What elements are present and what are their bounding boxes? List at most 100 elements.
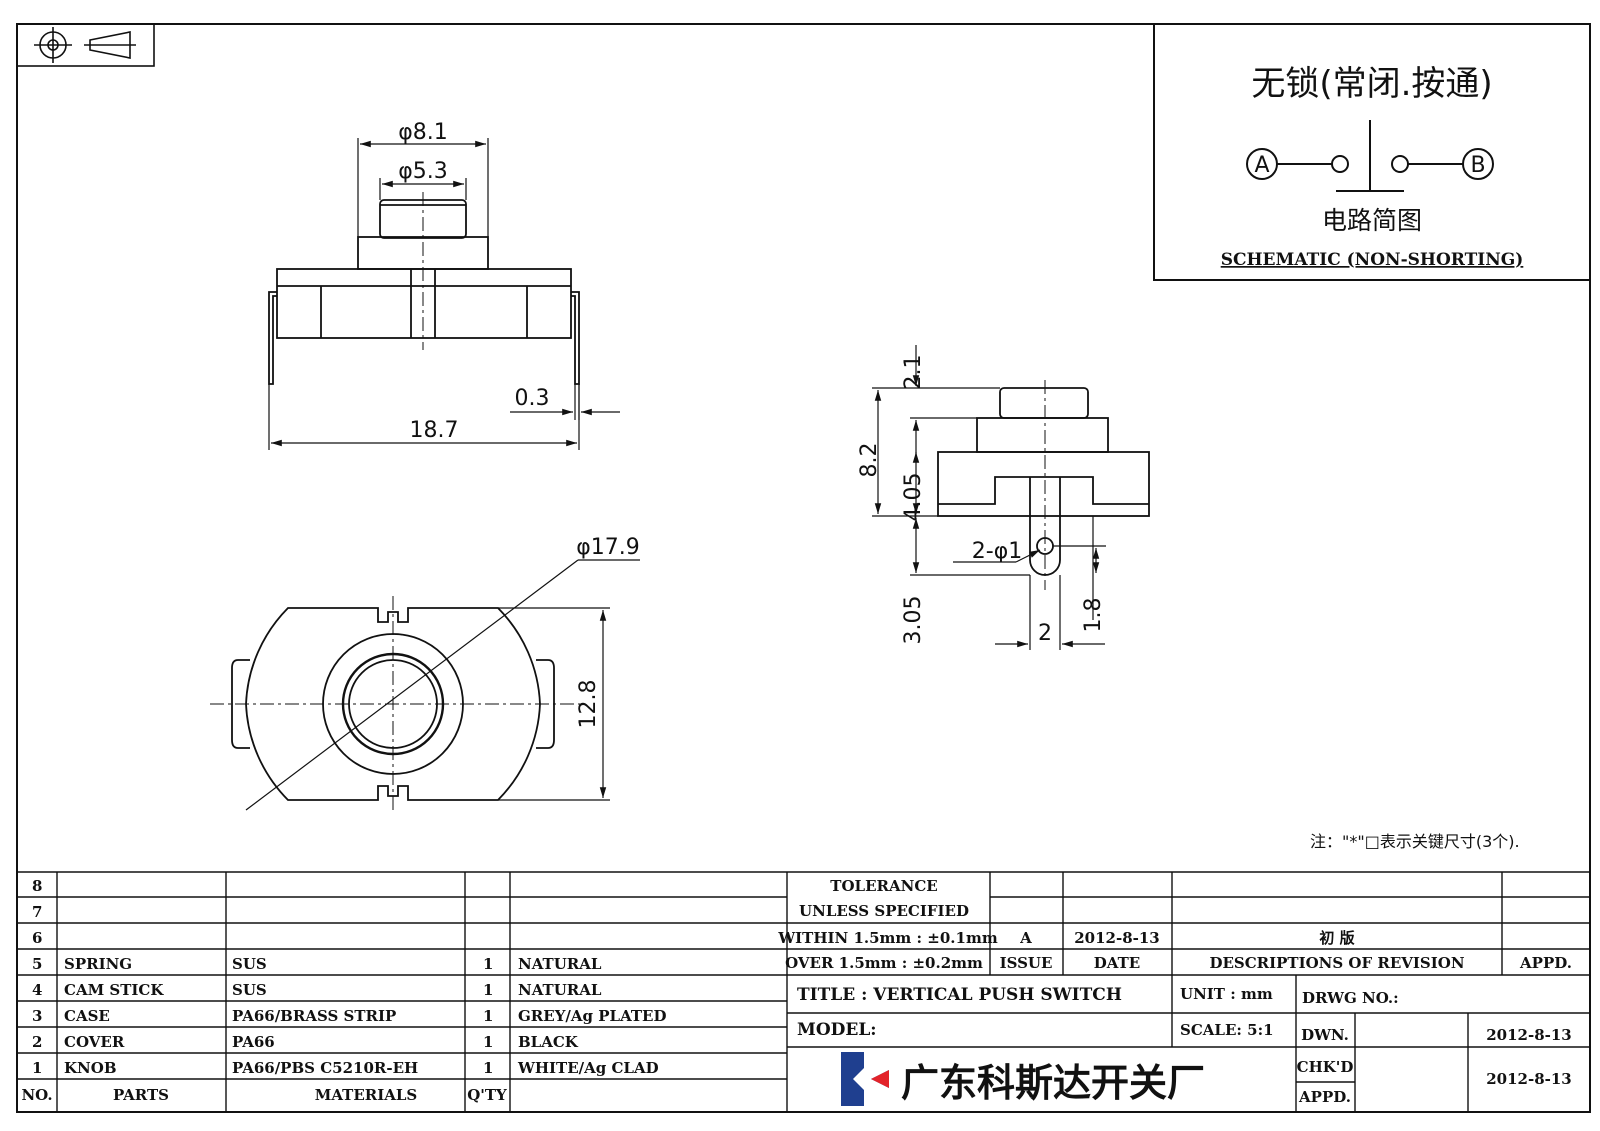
dim-width: 18.7 bbox=[410, 418, 459, 443]
dim-knob-height: 2.1 bbox=[901, 355, 926, 390]
tolerance-block: TOLERANCE UNLESS SPECIFIED WITHIN 1.5mm … bbox=[777, 877, 998, 972]
model-label: MODEL: bbox=[797, 1020, 877, 1040]
svg-text:NATURAL: NATURAL bbox=[518, 981, 602, 999]
svg-text:1: 1 bbox=[483, 1059, 493, 1077]
dwn-date: 2012-8-13 bbox=[1486, 1026, 1572, 1044]
first-angle-projection-icon bbox=[16, 23, 155, 67]
dim-pin-width: 2 bbox=[1038, 621, 1052, 646]
sheet-border bbox=[16, 23, 1591, 1113]
schematic-box bbox=[1153, 23, 1591, 281]
revision-block: A 2012-8-13 初 版 ISSUE DATE DESCRIPTIONS … bbox=[1000, 929, 1572, 972]
bom-row: 4 CAM STICK SUS 1 NATURAL bbox=[32, 981, 602, 999]
title-block: TITLE : VERTICAL PUSH SWITCH UNIT : mm D… bbox=[797, 985, 1572, 1106]
note-text: 注："*"□表示关键尺寸(3个). bbox=[1310, 832, 1520, 851]
svg-text:MATERIALS: MATERIALS bbox=[315, 1086, 418, 1104]
svg-text:NO.: NO. bbox=[21, 1086, 52, 1104]
dim-outer-diameter: φ8.1 bbox=[398, 120, 448, 145]
terminal-b-label: B bbox=[1470, 153, 1485, 178]
dim-body-height: 4.05 bbox=[901, 473, 926, 522]
svg-text:SPRING: SPRING bbox=[64, 955, 132, 973]
case-side bbox=[937, 451, 1150, 517]
appd-label: APPD. bbox=[1298, 1088, 1351, 1106]
dim-total-height: 8.2 bbox=[857, 443, 882, 478]
svg-text:SUS: SUS bbox=[232, 955, 267, 973]
bom-table: 8 7 6 5 SPRING SUS 1 NATURAL 4 CAM STICK… bbox=[21, 877, 666, 1104]
svg-text:7: 7 bbox=[32, 903, 42, 921]
dim-pin-length: 3.05 bbox=[901, 596, 926, 645]
svg-text:UNLESS SPECIFIED: UNLESS SPECIFIED bbox=[799, 902, 969, 920]
knob-side bbox=[999, 387, 1089, 419]
svg-text:PA66/BRASS STRIP: PA66/BRASS STRIP bbox=[232, 1007, 396, 1025]
drwg-no-label: DRWG NO.: bbox=[1302, 989, 1399, 1007]
schematic-caption-en: SCHEMATIC (NON-SHORTING) bbox=[1221, 250, 1524, 270]
svg-text:PA66: PA66 bbox=[232, 1033, 275, 1051]
right-terminal bbox=[571, 291, 580, 385]
svg-text:DATE: DATE bbox=[1094, 954, 1140, 972]
front-view bbox=[268, 199, 580, 385]
dim-inner-diameter: φ5.3 bbox=[398, 159, 448, 184]
dim-case-diameter: φ17.9 bbox=[576, 535, 640, 560]
switch-symbol bbox=[1246, 120, 1494, 192]
svg-text:WHITE/Ag CLAD: WHITE/Ag CLAD bbox=[517, 1059, 659, 1077]
company-name: 广东科斯达开关厂 bbox=[901, 1061, 1205, 1105]
svg-text:WITHIN 1.5mm : ±0.1mm: WITHIN 1.5mm : ±0.1mm bbox=[777, 929, 998, 947]
svg-text:初 版: 初 版 bbox=[1319, 929, 1354, 947]
unit-label: UNIT : mm bbox=[1180, 985, 1273, 1003]
left-terminal bbox=[268, 291, 277, 385]
terminal-a-label: A bbox=[1254, 153, 1269, 178]
svg-text:GREY/Ag PLATED: GREY/Ag PLATED bbox=[518, 1007, 667, 1025]
svg-text:3: 3 bbox=[32, 1007, 42, 1025]
case-front bbox=[276, 268, 572, 339]
svg-text:2012-8-13: 2012-8-13 bbox=[1074, 929, 1160, 947]
svg-text:5: 5 bbox=[32, 955, 42, 973]
bom-row: 6 bbox=[32, 929, 42, 947]
svg-text:1: 1 bbox=[483, 1033, 493, 1051]
svg-text:KNOB: KNOB bbox=[64, 1059, 117, 1077]
bom-row: 7 bbox=[32, 903, 42, 921]
svg-text:OVER 1.5mm : ±0.2mm: OVER 1.5mm : ±0.2mm bbox=[785, 954, 983, 972]
svg-text:PARTS: PARTS bbox=[113, 1086, 169, 1104]
chk-date: 2012-8-13 bbox=[1486, 1070, 1572, 1088]
svg-text:CASE: CASE bbox=[64, 1007, 110, 1025]
svg-text:DESCRIPTIONS OF REVISION: DESCRIPTIONS OF REVISION bbox=[1209, 954, 1464, 972]
dim-case-height: 12.8 bbox=[576, 680, 601, 729]
svg-text:NATURAL: NATURAL bbox=[518, 955, 602, 973]
svg-text:1: 1 bbox=[483, 1007, 493, 1025]
svg-text:TOLERANCE: TOLERANCE bbox=[830, 877, 937, 895]
svg-text:CAM STICK: CAM STICK bbox=[64, 981, 164, 999]
schematic-caption-cn: 电路简图 bbox=[1322, 206, 1422, 235]
svg-text:ISSUE: ISSUE bbox=[1000, 954, 1053, 972]
svg-text:A: A bbox=[1019, 929, 1032, 947]
cover-side bbox=[976, 417, 1109, 453]
svg-text:APPD.: APPD. bbox=[1519, 954, 1572, 972]
side-view bbox=[937, 387, 1150, 576]
bom-header: NO. PARTS MATERIALS Q'TY bbox=[21, 1086, 507, 1104]
svg-text:Q'TY: Q'TY bbox=[467, 1086, 507, 1104]
svg-text:COVER: COVER bbox=[64, 1033, 125, 1051]
bom-row: 1 KNOB PA66/PBS C5210R-EH 1 WHITE/Ag CLA… bbox=[32, 1059, 659, 1077]
bom-row: 5 SPRING SUS 1 NATURAL bbox=[32, 955, 602, 973]
bom-row: 3 CASE PA66/BRASS STRIP 1 GREY/Ag PLATED bbox=[32, 1007, 667, 1025]
bom-row: 8 bbox=[32, 877, 42, 895]
svg-text:PA66/PBS C5210R-EH: PA66/PBS C5210R-EH bbox=[232, 1059, 418, 1077]
svg-text:1: 1 bbox=[32, 1059, 42, 1077]
svg-text:1: 1 bbox=[483, 981, 493, 999]
svg-text:2: 2 bbox=[32, 1033, 42, 1051]
svg-text:SUS: SUS bbox=[232, 981, 267, 999]
svg-text:6: 6 bbox=[32, 929, 42, 947]
chk-label: CHK'D bbox=[1297, 1058, 1354, 1076]
dim-pin-thickness: 0.3 bbox=[515, 386, 550, 411]
drawing-title: TITLE : VERTICAL PUSH SWITCH bbox=[797, 985, 1122, 1005]
svg-text:4: 4 bbox=[32, 981, 42, 999]
scale-label: SCALE: 5:1 bbox=[1180, 1021, 1274, 1039]
dim-pin-hole: 2-φ1 bbox=[972, 539, 1022, 564]
schematic-title: 无锁(常闭.按通) bbox=[1251, 64, 1492, 104]
dwn-label: DWN. bbox=[1301, 1026, 1349, 1044]
svg-text:1: 1 bbox=[483, 955, 493, 973]
svg-text:BLACK: BLACK bbox=[518, 1033, 579, 1051]
dim-hole-offset: 1.8 bbox=[1081, 598, 1106, 633]
svg-text:8: 8 bbox=[32, 877, 42, 895]
company-logo-icon bbox=[841, 1052, 889, 1106]
bom-row: 2 COVER PA66 1 BLACK bbox=[32, 1033, 579, 1051]
